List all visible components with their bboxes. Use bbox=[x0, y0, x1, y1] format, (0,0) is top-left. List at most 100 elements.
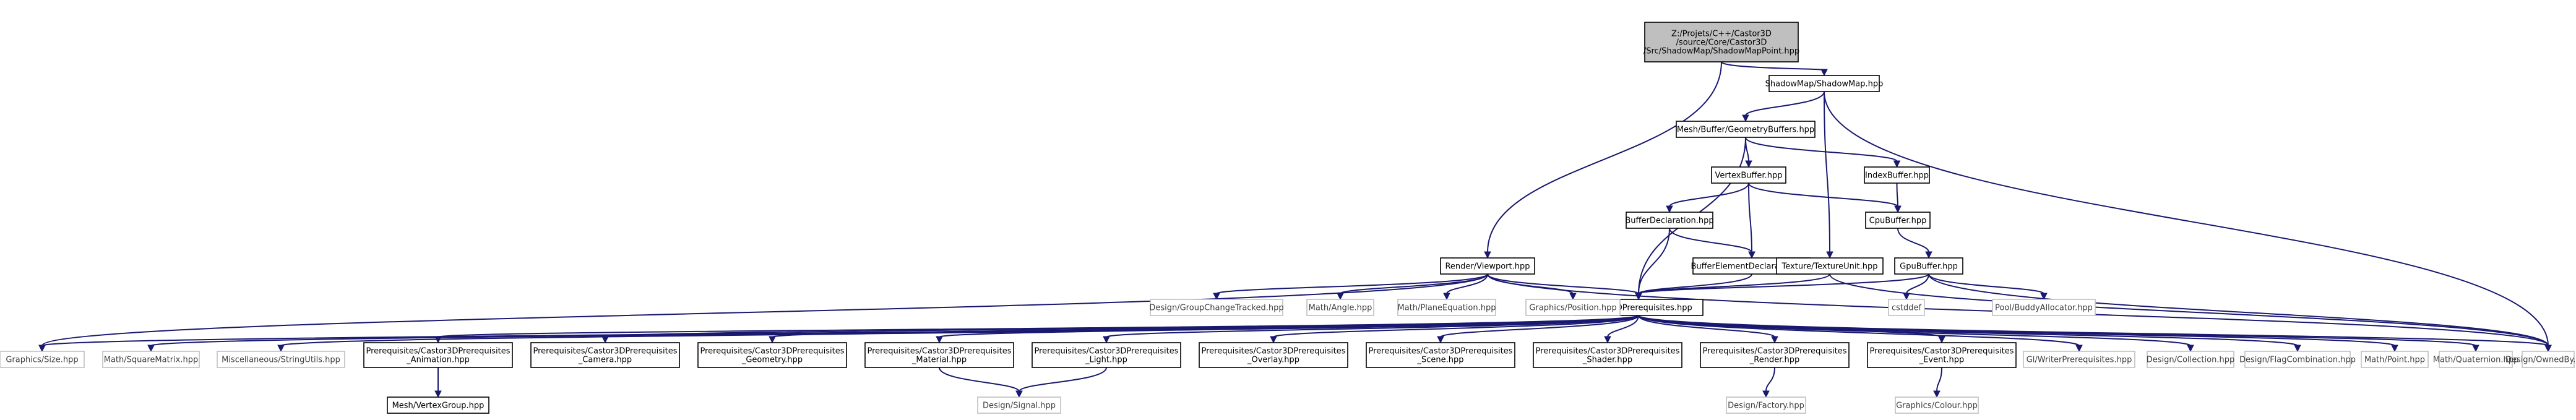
include-node[interactable]: Prerequisites/Castor3DPrerequisites_Over… bbox=[1199, 342, 1348, 368]
node-box bbox=[2023, 351, 2135, 368]
node-box bbox=[1865, 212, 1931, 229]
arrowhead-icon bbox=[1569, 293, 1577, 301]
edge-line bbox=[1669, 228, 1752, 253]
node-label: _Material.hpp bbox=[911, 356, 967, 365]
node-label: Design/GroupChangeTracked.hpp bbox=[1149, 304, 1283, 313]
include-node[interactable]: BufferDeclaration.hpp bbox=[1625, 212, 1714, 229]
include-node: Miscellaneous/StringUtils.hpp bbox=[217, 351, 345, 368]
edge-node2-node4 bbox=[1745, 137, 1901, 168]
node-box bbox=[217, 351, 345, 368]
include-node[interactable]: Prerequisites/Castor3DPrerequisites_Ligh… bbox=[1032, 342, 1181, 368]
arrowhead-icon bbox=[1103, 336, 1110, 344]
node-box bbox=[530, 342, 680, 368]
edge-node30-node40 bbox=[1933, 367, 1942, 398]
include-node[interactable]: CpuBuffer.hpp bbox=[1865, 212, 1931, 229]
arrowhead-icon bbox=[1745, 160, 1752, 168]
node-box bbox=[1533, 342, 1682, 368]
node-label: Mesh/VertexGroup.hpp bbox=[392, 401, 485, 411]
edge-node29-node39 bbox=[1762, 367, 1775, 398]
node-box bbox=[1199, 342, 1348, 368]
arrowhead-icon bbox=[2040, 293, 2048, 301]
node-box bbox=[864, 342, 1014, 368]
node-label: cstddef bbox=[1892, 304, 1922, 313]
edge-line bbox=[1745, 91, 1825, 116]
edge-line bbox=[1638, 315, 1775, 338]
edge-line bbox=[1928, 273, 2044, 294]
edge-node8-node17 bbox=[1928, 273, 2048, 301]
include-node[interactable]: Prerequisites/Castor3DPrerequisites_Shad… bbox=[1533, 342, 1682, 368]
include-node[interactable]: Prerequisites/Castor3DPrerequisites_Rend… bbox=[1700, 342, 1850, 368]
edge-line bbox=[1824, 91, 2549, 346]
node-label: Design/Factory.hpp bbox=[1728, 401, 1804, 411]
arrowhead-icon bbox=[1635, 293, 1642, 301]
graph-nodes: Z:/Projets/C++/Castor3D/source/Core/Cast… bbox=[0, 22, 2576, 414]
edge-line bbox=[1019, 367, 1107, 392]
node-label: _Light.hpp bbox=[1085, 356, 1127, 365]
include-node[interactable]: Prerequisites/Castor3DPrerequisites_Came… bbox=[530, 342, 680, 368]
node-box bbox=[1032, 342, 1181, 368]
include-node[interactable]: Render/Viewport.hpp bbox=[1440, 257, 1535, 275]
include-node: Math/Quaternion.hpp bbox=[2433, 351, 2518, 368]
arrowhead-icon bbox=[1443, 293, 1450, 301]
edge-line bbox=[1896, 182, 1898, 207]
edge-line bbox=[1936, 367, 1942, 392]
include-node[interactable]: Prerequisites/Castor3DPrerequisites_Even… bbox=[1867, 342, 2017, 368]
edge-node4-node6 bbox=[1894, 182, 1902, 213]
arrowhead-icon bbox=[1933, 390, 1941, 398]
include-node: Design/GroupChangeTracked.hpp bbox=[1149, 299, 1284, 316]
edge-node11-node27 bbox=[1437, 315, 1639, 344]
root-file-node[interactable]: Z:/Projets/C++/Castor3D/source/Core/Cast… bbox=[1643, 22, 1799, 62]
include-node[interactable]: Mesh/VertexGroup.hpp bbox=[387, 396, 489, 414]
edge-line bbox=[1638, 273, 1830, 294]
arrowhead-icon bbox=[1894, 205, 1902, 213]
edge-node1-node2 bbox=[1742, 91, 1825, 122]
include-node[interactable]: Texture/TextureUnit.hpp bbox=[1776, 257, 1884, 275]
include-node: cstddef bbox=[1888, 299, 1925, 316]
node-box bbox=[1440, 257, 1535, 275]
edge-node21-node37 bbox=[434, 367, 442, 398]
node-label: Design/Collection.hpp bbox=[2147, 356, 2234, 365]
edge-line bbox=[1487, 273, 1639, 294]
node-box bbox=[1894, 257, 1963, 275]
edge-node11-node29 bbox=[1638, 315, 1778, 344]
node-label: _Scene.hpp bbox=[1416, 356, 1463, 365]
node-box bbox=[363, 342, 513, 368]
arrowhead-icon bbox=[936, 336, 943, 344]
edge-node9-node12 bbox=[1213, 273, 1488, 301]
node-label: _Camera.hpp bbox=[578, 356, 632, 365]
arrowhead-icon bbox=[2294, 345, 2301, 353]
edge-node11-node25 bbox=[1103, 315, 1639, 344]
include-node[interactable]: Prerequisites/Castor3DPrerequisites_Mate… bbox=[864, 342, 1014, 368]
edge-node6-node8 bbox=[1897, 228, 1932, 259]
node-label: Math/Angle.hpp bbox=[1309, 304, 1372, 313]
node-box bbox=[2522, 351, 2575, 368]
node-box bbox=[1768, 75, 1880, 92]
include-node: Design/Factory.hpp bbox=[1726, 396, 1806, 414]
node-box bbox=[1864, 166, 1930, 184]
edge-line bbox=[939, 367, 1020, 392]
node-box bbox=[1525, 299, 1621, 316]
arrowhead-icon bbox=[1213, 293, 1220, 301]
node-label: Prerequisites/Castor3DPrerequisites bbox=[867, 347, 1011, 356]
include-node[interactable]: GpuBuffer.hpp bbox=[1894, 257, 1963, 275]
arrowhead-icon bbox=[277, 345, 285, 353]
node-label: Math/PlaneEquation.hpp bbox=[1397, 304, 1496, 313]
arrowhead-icon bbox=[2187, 345, 2194, 353]
edge-line bbox=[1273, 315, 1639, 338]
arrowhead-icon bbox=[1938, 336, 1945, 344]
include-node: Graphics/Position.hpp bbox=[1525, 299, 1621, 316]
edge-node10-node11 bbox=[1635, 273, 1830, 301]
include-node[interactable]: ShadowMap/ShadowMap.hpp bbox=[1765, 75, 1884, 92]
include-node[interactable]: Prerequisites/Castor3DPrerequisites_Anim… bbox=[363, 342, 513, 368]
include-node[interactable]: Mesh/Buffer/GeometryBuffers.hpp bbox=[1676, 121, 1816, 138]
node-box bbox=[102, 351, 200, 368]
include-node: Design/Signal.hpp bbox=[977, 396, 1061, 414]
include-node[interactable]: VertexBuffer.hpp bbox=[1711, 166, 1786, 184]
node-label: Gl/WriterPrerequisites.hpp bbox=[2027, 356, 2132, 365]
include-node[interactable]: Prerequisites/Castor3DPrerequisites_Scen… bbox=[1366, 342, 1515, 368]
include-node[interactable]: Prerequisites/Castor3DPrerequisites_Geom… bbox=[697, 342, 847, 368]
edge-line bbox=[1748, 182, 1898, 207]
include-node[interactable]: IndexBuffer.hpp bbox=[1864, 166, 1930, 184]
node-label: Prerequisites/Castor3DPrerequisites bbox=[366, 347, 510, 356]
node-label: Prerequisites/Castor3DPrerequisites bbox=[1869, 347, 2014, 356]
